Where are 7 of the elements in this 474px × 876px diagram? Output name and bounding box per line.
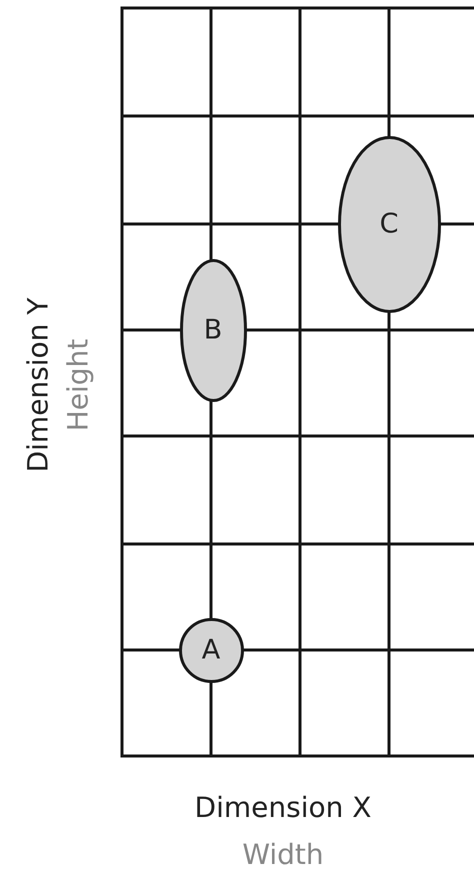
axis-label: Dimension Y [24,298,52,472]
node-label: A [200,636,222,664]
axis-label: Width [242,841,324,869]
axis-label: Height [64,338,92,432]
axis-label: Dimension X [194,794,372,822]
node-label: C [378,210,400,238]
node-label: B [202,316,224,344]
